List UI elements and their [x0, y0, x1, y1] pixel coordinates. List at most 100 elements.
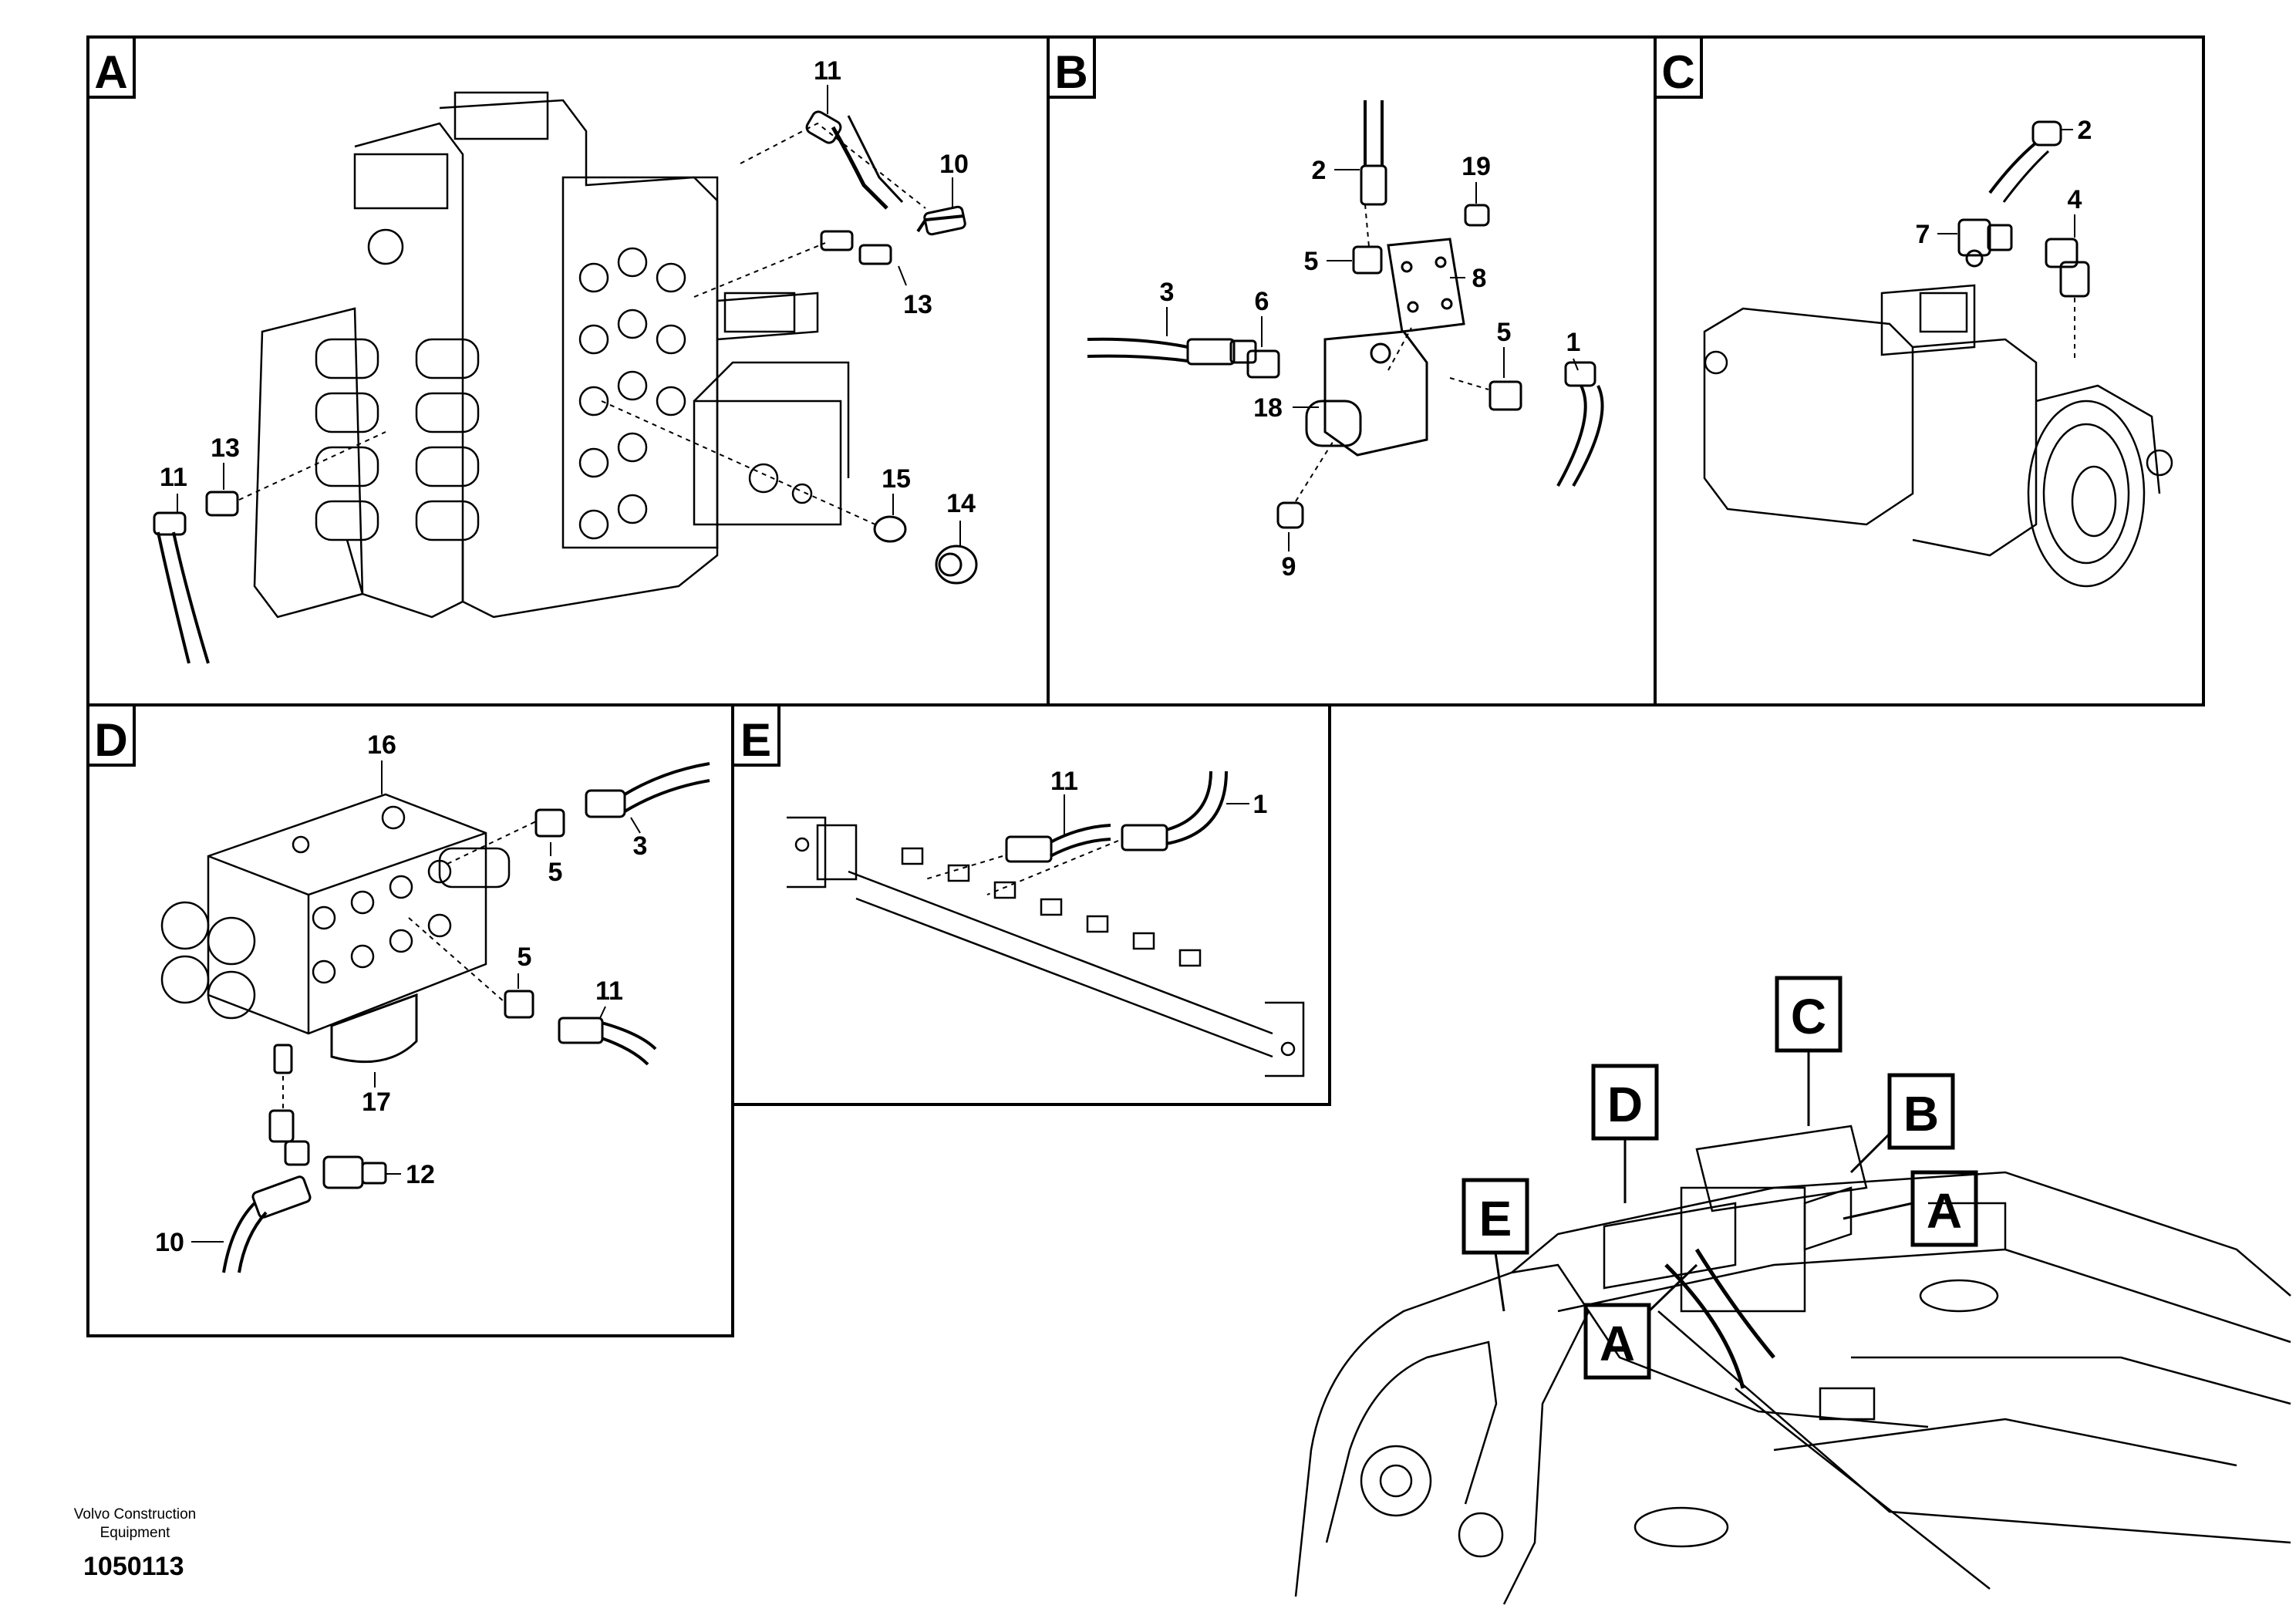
hose-11-top	[805, 110, 904, 210]
plate-8	[1387, 238, 1465, 333]
callout-e-2: 1	[1253, 790, 1268, 819]
solenoid-coils-d	[160, 901, 256, 1020]
panel-a-letter: A	[94, 46, 127, 98]
hose-1-e	[1121, 771, 1228, 851]
panel-b-guides	[1295, 204, 1489, 502]
callout-d-8: 10	[155, 1228, 184, 1257]
plug-14	[935, 545, 978, 585]
hydraulic-pump	[1703, 284, 2173, 588]
callout-a-7: 14	[946, 489, 976, 518]
manifold-tube-e	[787, 816, 1305, 1077]
hose-3-b	[1087, 337, 1257, 366]
callout-a-3: 13	[903, 290, 932, 319]
plug-9	[1276, 501, 1304, 529]
callout-c-1: 2	[2078, 116, 2092, 145]
callout-b-10: 9	[1282, 552, 1296, 582]
callout-a-5: 13	[211, 433, 240, 463]
panel-c-callouts	[1937, 129, 2075, 238]
plate-8-holes	[1401, 256, 1453, 313]
o-ring-15	[873, 515, 907, 543]
callout-b-7: 5	[1497, 318, 1512, 347]
overview-labels: C D B E A A	[1462, 976, 1978, 1380]
callout-e-1: 11	[1050, 767, 1078, 796]
overview-label-d: D	[1607, 1077, 1643, 1132]
hose-2-b	[1360, 100, 1387, 206]
callout-a-1: 11	[814, 56, 841, 86]
callout-d-3: 5	[548, 858, 563, 887]
valve-solenoids	[315, 338, 480, 541]
callout-b-3: 5	[1304, 247, 1319, 276]
elbow-tee-12	[268, 1109, 387, 1189]
panel-b-callouts	[1166, 169, 1579, 551]
panel-b-letter: B	[1054, 46, 1087, 98]
overview-label-a-right: A	[1927, 1183, 1962, 1239]
elbow-18	[1305, 400, 1362, 447]
hose-1-b	[1556, 361, 1604, 487]
hose-11-d	[558, 1017, 657, 1066]
callout-d-7: 12	[406, 1160, 435, 1189]
callout-c-2: 7	[1916, 220, 1930, 249]
hose-3-d	[585, 762, 710, 818]
hose-10-d	[222, 1175, 312, 1273]
panel-a: A	[86, 35, 1050, 706]
callout-b-5: 3	[1160, 278, 1175, 307]
panel-e-guides	[925, 840, 1119, 895]
tee-7	[1957, 218, 2013, 268]
hose-11-e	[1005, 824, 1111, 863]
overview-label-a-left: A	[1600, 1316, 1635, 1371]
callout-d-1: 16	[367, 730, 396, 760]
control-valve	[253, 91, 850, 619]
hose-2-c	[1988, 120, 2062, 203]
panel-d-guides	[282, 821, 537, 1111]
callout-b-4: 8	[1472, 264, 1487, 293]
panel-c-letter: C	[1661, 46, 1694, 98]
callout-b-1: 2	[1312, 156, 1327, 185]
elbow-4	[2045, 238, 2090, 298]
callout-d-5: 11	[595, 976, 623, 1006]
company-line-2: Equipment	[99, 1525, 170, 1541]
panel-e-callouts	[1064, 794, 1249, 835]
adapter-5-top	[1352, 245, 1383, 275]
panel-e-letter: E	[740, 714, 771, 766]
company-line-1: Volvo Construction	[73, 1506, 197, 1523]
overview-label-b: B	[1903, 1086, 1939, 1141]
panel-a-guides	[238, 122, 926, 525]
block-18	[1323, 330, 1428, 457]
callout-b-6: 6	[1255, 287, 1269, 316]
panel-a-callouts	[177, 85, 961, 546]
adapter-6	[1246, 349, 1280, 379]
callout-d-4: 5	[518, 943, 532, 972]
callout-b-8: 1	[1566, 328, 1581, 357]
plug-19	[1464, 204, 1490, 227]
adapter-5-d-top	[534, 808, 565, 838]
adapter-13-right	[820, 230, 892, 265]
filter-17	[330, 993, 418, 1064]
document-number: 1050113	[83, 1552, 184, 1581]
callout-a-6: 15	[882, 464, 911, 494]
hose-10	[916, 205, 966, 236]
valve-ports	[367, 228, 813, 540]
panel-e: E	[731, 703, 1331, 1106]
callout-c-3: 4	[2068, 185, 2082, 214]
callout-a-2: 10	[939, 150, 969, 179]
overview-label-e: E	[1479, 1191, 1512, 1246]
callout-b-2: 19	[1462, 152, 1491, 181]
panel-b: B	[1047, 35, 1657, 706]
panel-d-letter: D	[94, 714, 127, 766]
fitting-d-small	[273, 1044, 293, 1074]
callout-d-2: 3	[633, 831, 648, 861]
machine-overview	[1294, 1125, 2291, 1605]
callout-a-4: 11	[160, 463, 187, 492]
adapter-13-left	[205, 491, 239, 517]
callout-d-6: 17	[362, 1088, 391, 1117]
adapter-5-right	[1489, 380, 1522, 411]
adapter-5-d-bottom	[504, 990, 534, 1019]
hose-11-left	[153, 511, 210, 664]
panel-d-callouts	[191, 760, 641, 1243]
panel-d: D	[86, 703, 734, 1337]
callout-b-9: 18	[1253, 393, 1283, 423]
panel-c: C	[1654, 35, 2205, 706]
overview-label-c: C	[1791, 989, 1826, 1044]
company-name: Volvo Construction Equipment	[46, 1506, 224, 1543]
